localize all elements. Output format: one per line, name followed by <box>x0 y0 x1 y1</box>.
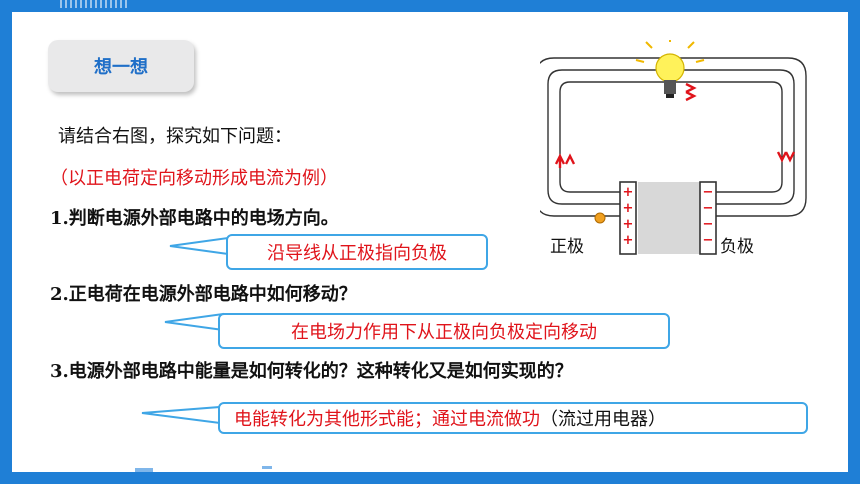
bottom-decoration <box>135 468 153 472</box>
circuit-diagram: + + + + − − − − 正极 负极 <box>540 40 807 257</box>
answer-2: 在电场力作用下从正极向负极定向移动 <box>218 313 670 349</box>
note-text: （以正电荷定向移动形成电流为例） <box>50 168 338 189</box>
bulb-icon <box>635 40 705 98</box>
top-decoration <box>60 0 130 8</box>
positive-plate <box>619 181 637 255</box>
answer-1: 沿导线从正极指向负极 <box>226 234 488 270</box>
minus-signs: − − − − <box>703 185 714 248</box>
callout-pointer-1 <box>169 236 229 256</box>
callout-pointer-2 <box>164 312 224 332</box>
arrow-down-icon <box>776 151 788 163</box>
answer-3-red-text: 电能转化为其他形式能；通过电流做功 <box>234 409 540 430</box>
question-3: 3.电源外部电路中能量是如何转化的？这种转化又是如何实现的？ <box>50 361 573 382</box>
arrow-right-icon <box>685 82 697 94</box>
minus-sign: − <box>703 201 714 216</box>
intro-text: 请结合右图，探究如下问题： <box>58 126 292 147</box>
answer-3-black-text: （流过用电器） <box>540 409 666 430</box>
callout-pointer-3 <box>141 405 221 425</box>
minus-sign: − <box>703 233 714 248</box>
answer-2-text: 在电场力作用下从正极向负极定向移动 <box>291 322 597 343</box>
plus-signs: + + + + <box>623 185 634 248</box>
answer-1-text: 沿导线从正极指向负极 <box>267 243 447 264</box>
section-tag: 想一想 <box>48 40 194 92</box>
electrolyte <box>638 182 700 254</box>
negative-plate <box>699 181 717 255</box>
plus-sign: + <box>623 233 634 248</box>
plus-sign: + <box>623 217 634 232</box>
charge-dot <box>594 212 606 224</box>
bottom-decoration-small <box>262 466 272 469</box>
plus-sign: + <box>623 185 634 200</box>
answer-3: 电能转化为其他形式能；通过电流做功（流过用电器） <box>218 402 808 434</box>
minus-sign: − <box>703 185 714 200</box>
plus-sign: + <box>623 201 634 216</box>
arrow-up-icon <box>554 153 566 168</box>
question-2: 2.正电荷在电源外部电路中如何移动？ <box>50 284 357 305</box>
negative-label: 负极 <box>720 237 754 257</box>
direction-arrows <box>554 82 796 168</box>
positive-label: 正极 <box>550 237 584 257</box>
question-1: 1.判断电源外部电路中的电场方向。 <box>50 208 339 229</box>
minus-sign: − <box>703 217 714 232</box>
